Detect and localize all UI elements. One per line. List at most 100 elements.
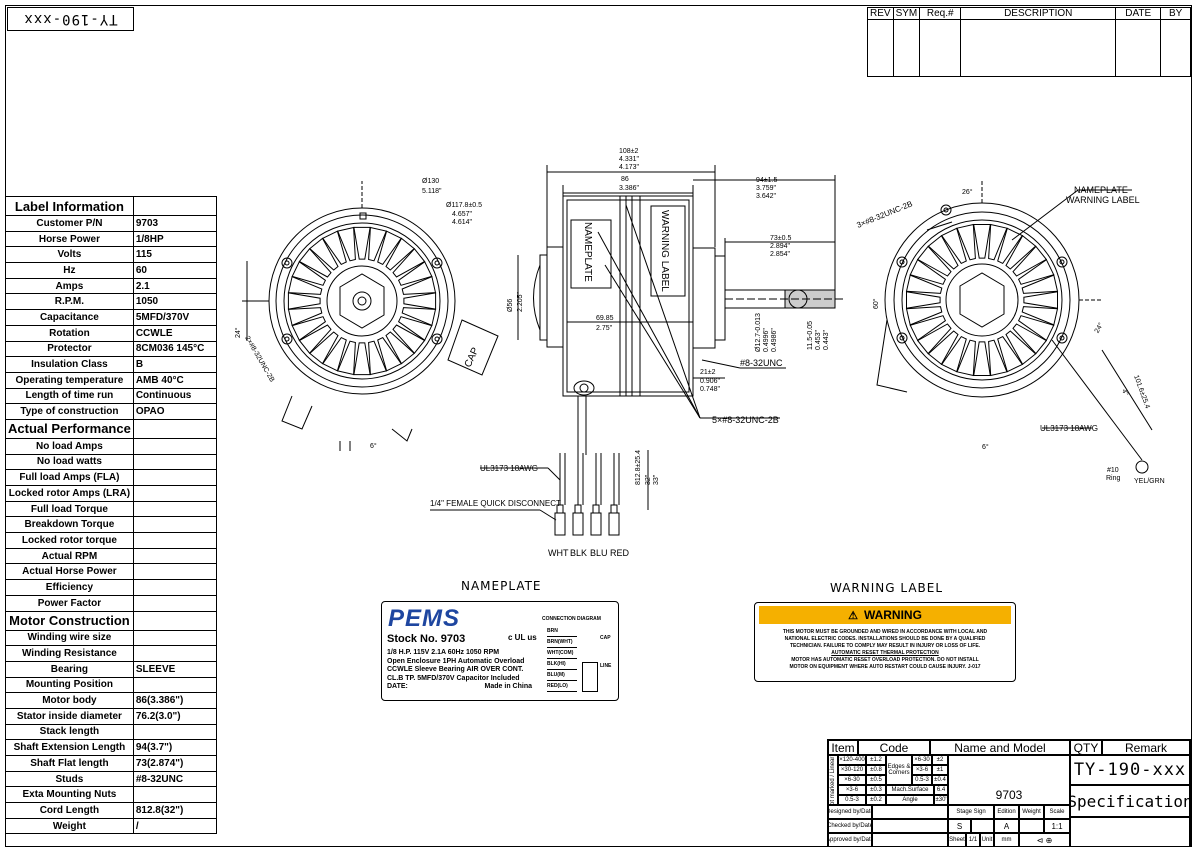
dim-4in: 4" [1120,388,1129,397]
vent-slot [956,223,976,261]
callout-5x-studs: 5×#8-32UNC-2B [712,415,779,425]
tb-edge-cell: ×3-6 [912,765,932,775]
projection-symbol-icon: ⊲ ⊕ [1019,833,1070,847]
vent-slot [973,224,991,259]
callout-ul3173: UL3173 18AWG [480,464,538,473]
np-date-row: DATE: Made in China [387,683,532,692]
right-ul3173: UL3173 18AWG [1040,424,1098,433]
revision-table: REV SYM Req.# DESCRIPTION DATE BY [867,7,1191,77]
tb-sheet-val: 1/1 [966,833,980,847]
dim-94-in1: 3.759" [756,185,777,192]
pems-logo: PEMS [388,605,461,632]
tb-name-model: Name and Model [930,740,1070,755]
tb-tolerance-cell: ×3-6 [838,785,866,795]
wire-wht: WHT [548,548,569,558]
vent-slot [973,341,991,376]
connection-diagram-title: CONNECTION DIAGRAM [542,616,601,622]
dim-108-in1: 4.331" [619,156,640,163]
dim-cord: 812.8±25.4 [635,450,642,485]
tb-stage-sign: Stage Sign [948,805,994,819]
tb-qty: QTY [1070,740,1102,755]
warning-line-4: AUTOMATIC RESET THERMAL PROTECTION [831,650,939,656]
vent-slot [287,292,321,310]
nameplate-heading: NAMEPLATE [461,579,542,593]
tb-remark: Remark [1102,740,1190,755]
spec-section-blank [132,610,218,631]
tb-edge-cell: 0.5-3 [912,775,932,785]
dim-73-in2: 2.854" [770,251,791,258]
conn-brn-wht: BRN(WHT) [547,637,577,648]
ul-mark: c UL us [508,633,537,642]
tb-scale: Scale [1044,805,1070,819]
vent-slot [353,226,371,260]
dim-73: 73±0.5 [770,235,791,242]
vent-slot [403,292,437,310]
spec-section-blank [132,418,218,439]
tb-weight-val [1019,819,1044,833]
cap-label: CAP [463,346,482,370]
vent-slot [287,276,323,295]
tb-mach: Mach.Surface [886,785,934,795]
dim-dia-130-in: 5.118" [422,188,442,195]
tb-tolerance-cell: ±1.2 [866,755,886,765]
vent-slot [368,340,387,376]
tb-drawing-no: TY-190-xxx [1070,755,1190,785]
callout-8-32unc: #8-32UNC [740,358,783,368]
dim-101: 101.6±25.4 [1132,374,1151,409]
dim-6-right: 6° [982,443,989,451]
date-col-header: DATE [1115,7,1162,20]
dim-cord-in2: 33" [653,474,660,485]
tb-designed-val [872,805,948,819]
dim-dia-56-in: 2.205" [517,291,524,312]
warning-triangle-icon: ⚠ [848,609,858,622]
conn-brn: BRN [547,626,577,637]
spec-row: Weight/ [5,817,218,835]
title-block: Item Code Name and Model QTY Remark Tole… [827,739,1191,847]
tb-checked: Checked by/Date [828,819,872,833]
spec-key: Weight [5,817,134,835]
tb-designed: Designed by/Date [828,805,872,819]
dim-24-left: 24° [234,327,242,338]
spec-section-blank [132,196,218,216]
dim-dia-117-in2: 4.614" [452,219,473,226]
tb-tolerance-cell: ×30-120 [838,765,866,775]
warning-label-heading: WARNING LABEL [830,581,944,595]
dim-60: 60° [872,298,880,309]
conn-wht: WHT(COM) [547,648,577,659]
tb-tolerance-cell: ±0.5 [866,775,886,785]
dim-24-right: 24° [1093,321,1105,334]
tb-mach-val: 6.4 [934,785,948,795]
right-warning-label: WARNING LABEL [1066,195,1140,205]
warning-line-6: MOTOR ON EQUIPMENT WHERE AUTO RESTART CO… [789,664,981,670]
warning-line-2: NATIONAL ELECTRIC CODES. INSTALLATIONS S… [784,636,986,642]
vent-slot [956,339,976,377]
spec-row: Winding wire size [5,629,218,647]
right-end-view [876,180,1153,474]
spec-value: 8CM036 145°C [132,340,218,358]
np-line-2: Open Enclosure 1PH Automatic Overload [387,657,525,665]
tb-weight: Weight [1019,805,1044,819]
tb-stage-val: S [948,819,971,833]
tb-tolerance-cell: ±0.8 [866,765,886,775]
tb-tolerance-cell: ×6-30 [838,775,866,785]
dim-69: 69.85 [596,315,614,322]
dim-shaft-dia-in2: 0.4986" [771,328,778,352]
stock-number: Stock No. 9703 [387,633,466,645]
spec-row: No load watts [5,453,218,471]
tb-edges: Edges & Corners [886,755,912,785]
dim-115: 11.5-0.05 [807,321,814,350]
vent-slot [401,307,437,326]
dim-21: 21±2 [700,369,716,376]
dim-86: 86 [621,176,629,183]
dim-108: 108±2 [619,148,639,155]
conn-red: RED(LO) [547,681,577,692]
body-nameplate: NAMEPLATE [582,222,593,282]
